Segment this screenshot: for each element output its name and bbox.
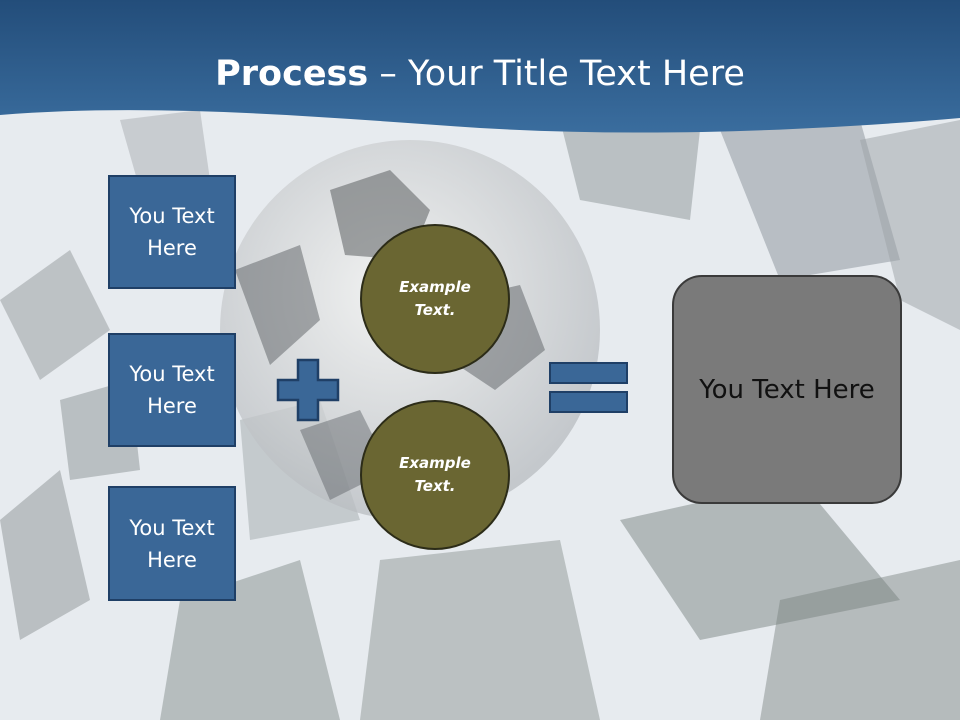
slide-title: Process – Your Title Text Here	[0, 52, 960, 96]
text-box-3-label: You Text Here	[122, 512, 222, 576]
title-rest: – Your Title Text Here	[368, 54, 745, 94]
text-box-1[interactable]: You Text Here	[108, 175, 236, 289]
plus-icon	[276, 358, 340, 422]
result-box-label: You Text Here	[699, 375, 875, 405]
title-bold: Process	[215, 54, 368, 94]
example-circle-2[interactable]: Example Text.	[360, 400, 510, 550]
text-box-2[interactable]: You Text Here	[108, 333, 236, 447]
result-box[interactable]: You Text Here	[672, 275, 902, 504]
equals-icon	[549, 362, 629, 414]
text-box-1-label: You Text Here	[122, 200, 222, 264]
text-box-3[interactable]: You Text Here	[108, 486, 236, 601]
text-box-2-label: You Text Here	[122, 358, 222, 422]
example-circle-1[interactable]: Example Text.	[360, 224, 510, 374]
example-circle-2-label: Example Text.	[390, 452, 480, 498]
example-circle-1-label: Example Text.	[390, 276, 480, 322]
